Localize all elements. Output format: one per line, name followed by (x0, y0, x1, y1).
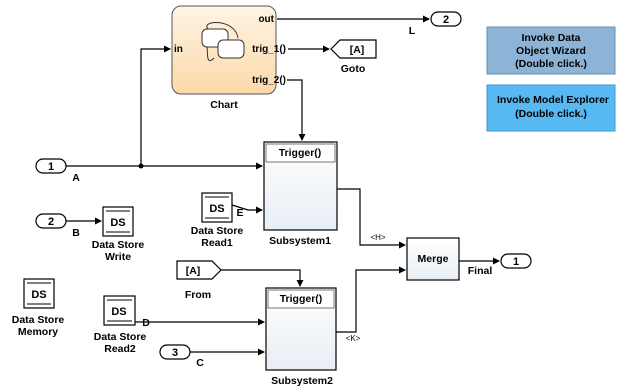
inport-b-number: 2 (48, 216, 54, 228)
data-store-read1-block[interactable]: DS E Data Store Read1 (191, 192, 244, 249)
from-label: From (185, 289, 211, 301)
data-store-read2-block[interactable]: DS D Data Store Read2 (94, 295, 150, 355)
merge-label: Merge (418, 253, 449, 265)
stateflow-chart[interactable]: in out trig_1() trig_2() Chart (171, 5, 286, 111)
goto-label: Goto (341, 63, 366, 75)
chart-icon (201, 21, 245, 62)
data-store-write-label1: Data Store (92, 239, 145, 251)
data-store-memory-icon: DS (31, 289, 46, 301)
data-store-read2-label1: Data Store (94, 331, 147, 343)
signal-lines (66, 15, 500, 356)
explorer-line1: Invoke Model Explorer (497, 94, 609, 106)
chart-label: Chart (210, 99, 238, 111)
data-store-memory-label2: Memory (18, 326, 58, 338)
data-store-read1-icon: DS (209, 203, 224, 215)
data-store-memory-block[interactable]: DS Data Store Memory (12, 278, 65, 338)
subsystem1-block[interactable]: Trigger() Subsystem1 <H> (263, 141, 386, 247)
data-store-write-block[interactable]: DS Data Store Write (92, 206, 145, 263)
chart-port-trig2: trig_2() (252, 75, 286, 86)
outport-final[interactable]: 1 Final (468, 253, 532, 277)
outport-l-number: 2 (443, 14, 449, 26)
inport-b[interactable]: 2 B (35, 213, 80, 239)
chart-port-in: in (174, 44, 183, 55)
chart-port-out: out (258, 14, 274, 25)
inport-a[interactable]: 1 A (35, 158, 80, 184)
subsystem2-title: Trigger() (280, 293, 323, 305)
subsystem1-title: Trigger() (279, 147, 322, 159)
signal-line-e[interactable] (231, 204, 263, 214)
subsystem2-block[interactable]: Trigger() Subsystem2 <K> (265, 287, 361, 387)
inport-c-label: C (196, 357, 204, 369)
goto-block[interactable]: [A] Goto (330, 39, 377, 75)
data-store-read1-port: E (236, 207, 243, 219)
inport-a-label: A (72, 172, 80, 184)
signal-label-h: <H> (370, 233, 385, 242)
signal-line-a-branch[interactable] (140, 45, 171, 166)
outport-l-label: L (409, 25, 416, 37)
signal-line-h[interactable] (337, 188, 406, 249)
inport-c[interactable]: 3 C (159, 344, 204, 369)
inport-a-number: 1 (48, 161, 54, 173)
outport-l[interactable]: 2 L (409, 11, 462, 37)
merge-block[interactable]: Merge (406, 237, 460, 281)
from-block[interactable]: [A] From (176, 260, 222, 301)
goto-tag: [A] (350, 44, 365, 56)
outport-final-label: Final (468, 265, 493, 277)
subsystem2-label: Subsystem2 (271, 375, 333, 387)
data-store-write-label2: Write (105, 251, 131, 263)
branch-point (138, 163, 144, 169)
wizard-line3: (Double click.) (515, 58, 587, 70)
data-store-read1-label2: Read1 (201, 237, 233, 249)
inport-b-label: B (72, 227, 80, 239)
signal-label-k: <K> (346, 334, 361, 343)
signal-line-k[interactable] (336, 266, 406, 333)
explorer-line2: (Double click.) (515, 108, 587, 120)
invoke-data-object-wizard-button[interactable]: Invoke Data Object Wizard (Double click.… (486, 26, 616, 75)
invoke-model-explorer-button[interactable]: Invoke Model Explorer (Double click.) (486, 84, 616, 132)
data-store-write-icon: DS (110, 217, 125, 229)
chart-port-trig1: trig_1() (252, 44, 286, 55)
inport-c-number: 3 (172, 347, 178, 359)
data-store-memory-label1: Data Store (12, 314, 65, 326)
from-tag: [A] (186, 265, 201, 277)
data-store-read1-label1: Data Store (191, 225, 244, 237)
data-store-read2-icon: DS (111, 306, 126, 318)
wizard-line1: Invoke Data (522, 32, 581, 44)
subsystem1-label: Subsystem1 (269, 235, 331, 247)
signal-line-from[interactable] (221, 269, 304, 287)
data-store-read2-label2: Read2 (104, 343, 136, 355)
wizard-line2: Object Wizard (516, 45, 586, 57)
data-store-read2-port: D (142, 317, 150, 329)
signal-line-trig2[interactable] (287, 79, 306, 141)
outport-final-number: 1 (513, 256, 519, 268)
